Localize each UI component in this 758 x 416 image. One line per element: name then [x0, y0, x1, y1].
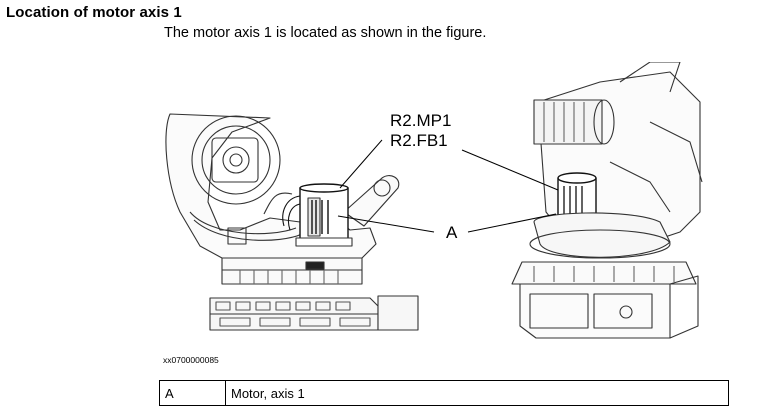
robot-base-figure: R2.MP1 R2.FB1 A	[150, 62, 710, 352]
figure-code: xx0700000085	[163, 355, 219, 365]
table-row: A Motor, axis 1	[159, 380, 729, 406]
right-view-drawing	[511, 62, 703, 339]
intro-text: The motor axis 1 is located as shown in …	[164, 25, 487, 41]
callout-a: A	[446, 223, 458, 242]
robot-drawing: R2.MP1 R2.FB1 A	[165, 62, 703, 339]
legend-key: A	[159, 380, 226, 406]
callout-mp1: R2.MP1	[390, 111, 451, 130]
legend-description: Motor, axis 1	[225, 380, 729, 406]
left-view-drawing	[165, 113, 419, 331]
section-heading: Location of motor axis 1	[6, 4, 182, 21]
callout-fb1: R2.FB1	[390, 131, 448, 150]
legend-table: A Motor, axis 1	[159, 380, 729, 406]
